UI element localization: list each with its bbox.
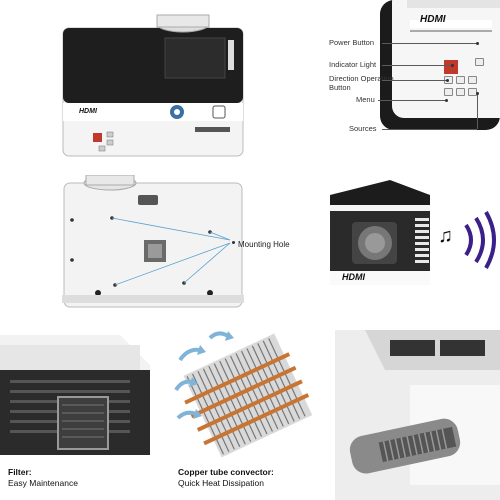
hdmi-badge: HDMI [79, 108, 97, 115]
copper-illustration [174, 331, 313, 458]
copper-panel [170, 330, 330, 460]
mounting-hole-label: Mounting Hole [238, 240, 290, 249]
filter-illustration [0, 335, 150, 455]
side-view-panel: HDMI ♫ [330, 180, 500, 295]
callout-indicator-label: Indicator Light [329, 60, 377, 69]
copper-caption: Copper tube convector: Quick Heat Dissip… [178, 467, 274, 489]
projector-top-panel: HDMI [55, 10, 250, 160]
direction-down-button[interactable] [456, 88, 465, 96]
music-note-icon: ♫ [438, 225, 453, 247]
callout-power-line [382, 43, 477, 44]
filter-title: Filter: [8, 467, 32, 477]
callout-indicator-dot [451, 64, 454, 67]
callout-indicator-line [382, 65, 452, 66]
callout-direction-text: Direction Operation Button [329, 74, 394, 92]
copper-title: Copper tube convector: [178, 467, 274, 477]
direction-ok-button[interactable] [456, 76, 465, 84]
bottom-view-illustration [62, 175, 244, 308]
callout-direction-line [382, 80, 447, 81]
power-button[interactable] [475, 58, 484, 66]
callout-direction-dot [446, 79, 449, 82]
filter-panel [0, 335, 160, 455]
callout-direction-label: Direction Operation Button [329, 74, 394, 92]
projector-top-illustration [62, 14, 244, 157]
callout-sources-line [382, 129, 477, 130]
side-view-illustration [330, 180, 430, 285]
sound-waves-icon [464, 211, 496, 269]
side-hdmi-badge: HDMI [342, 272, 365, 282]
mounting-hole-dot [232, 241, 235, 244]
callout-sources-vline [477, 94, 478, 129]
bottom-view-panel [60, 175, 250, 310]
callout-menu-dot [445, 99, 448, 102]
copper-desc: Quick Heat Dissipation [178, 478, 264, 488]
filter-removal-illustration [335, 330, 500, 500]
callout-power-label: Power Button [329, 38, 375, 47]
callout-menu-label: Menu [356, 95, 375, 104]
filter-caption: Filter: Easy Maintenance [8, 467, 78, 489]
filter-removal-panel [335, 330, 500, 500]
filter-desc: Easy Maintenance [8, 478, 78, 488]
callout-sources-dot [476, 92, 479, 95]
callout-menu-line [378, 100, 446, 101]
hdmi-badge-closeup: HDMI [420, 14, 446, 25]
callout-sources-label: Sources [349, 124, 377, 133]
menu-button[interactable] [444, 88, 453, 96]
direction-right-button[interactable] [468, 76, 477, 84]
callout-power-dot [476, 42, 479, 45]
